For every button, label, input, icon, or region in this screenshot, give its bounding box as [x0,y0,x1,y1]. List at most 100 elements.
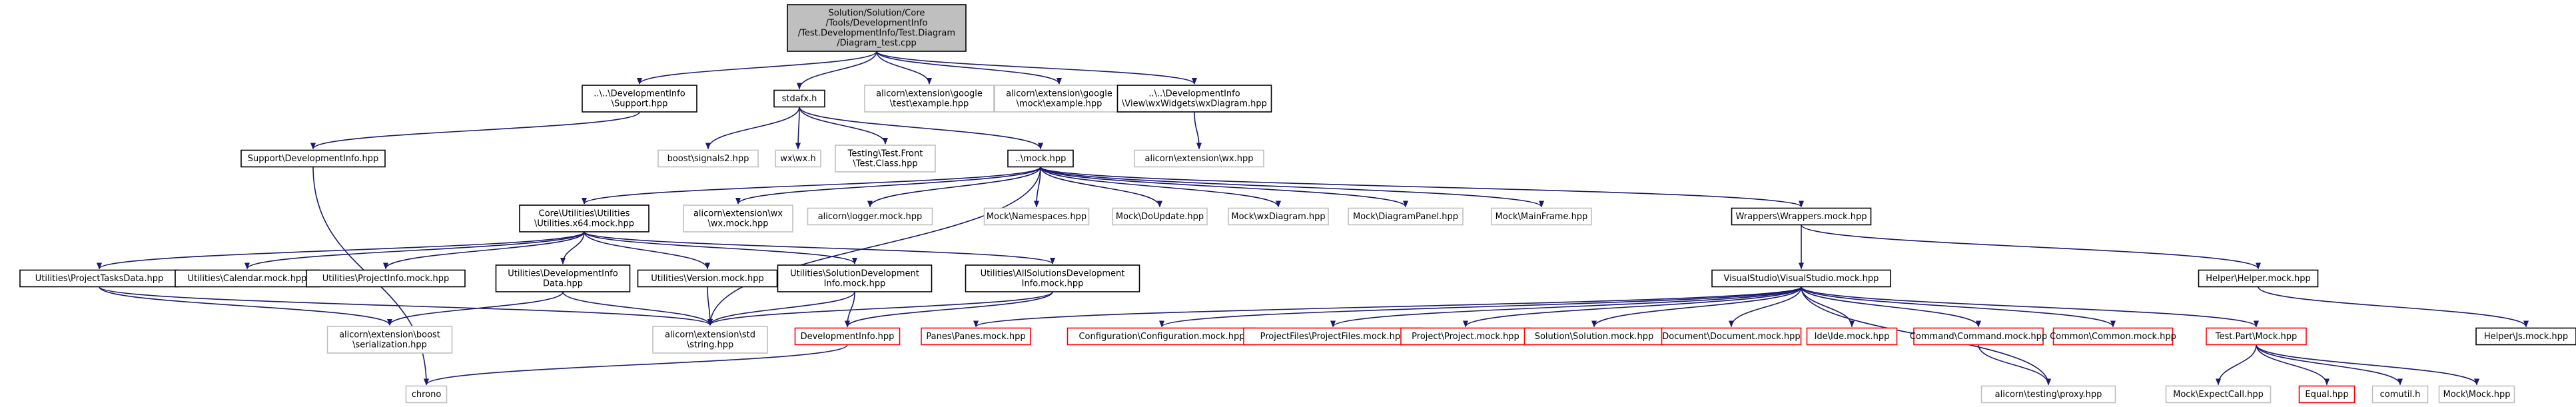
node-vs_mock[interactable]: VisualStudio\VisualStudio.mock.hpp [1711,269,1891,288]
node-label: Utilities\Calendar.mock.hpp [188,274,307,284]
node-label: alicorn\logger.mock.hpp [818,212,923,222]
node-alicorn_wx_mock: alicorn\extension\wx\wx.mock.hpp [683,204,793,232]
node-box [1400,327,1531,346]
node-label: Utilities\DevelopmentInfo [508,269,618,279]
node-label: alicorn\extension\wx.hpp [1145,154,1254,164]
edge-wrappers_mock-to-helper_mock [1801,224,2261,270]
node-box [1134,149,1264,168]
node-label: Helper\Helper.mock.hpp [2206,274,2310,284]
node-box [1112,207,1208,226]
node-label: VisualStudio\VisualStudio.mock.hpp [1724,274,1879,284]
node-box [2052,327,2174,346]
node-label: Mock\Mock.hpp [2443,390,2511,400]
node-label: wx\wx.h [780,154,815,164]
node-wxwx: wx\wx.h [775,149,821,168]
node-label: Mock\ExpectCall.hpp [2173,390,2264,400]
node-mock_doupdate: Mock\DoUpdate.hpp [1112,207,1208,226]
node-test_class: Testing\Test.Front\Test.Class.hpp [835,145,936,173]
node-util_projecttasks[interactable]: Utilities\ProjectTasksData.hpp [19,269,179,288]
node-box [1116,85,1272,113]
node-box [994,85,1124,113]
node-box [835,145,936,173]
node-box [2371,385,2429,404]
node-boost_signals: boost\signals2.hpp [657,149,759,168]
edge-mock-to-utilities_x64 [582,166,1041,204]
node-comutil: comutil.h [2371,385,2429,404]
nodes-layer: Solution/Solution/Core/Tools/Development… [19,4,2576,404]
node-panes_mock: Panes\Panes.mock.hpp [921,327,1031,346]
node-mock_diagrampanel: Mock\DiagramPanel.hpp [1348,207,1464,226]
node-label: alicorn\testing\proxy.hpp [1995,390,2102,400]
node-util_solutiondev[interactable]: Utilities\SolutionDevelopmentInfo.mock.h… [777,264,933,292]
node-label: Mock\wxDiagram.hpp [1231,212,1325,222]
node-box [637,269,778,288]
node-label: Equal.hpp [2305,390,2348,400]
node-util_allsolutions[interactable]: Utilities\AllSolutionsDevelopmentInfo.mo… [965,264,1140,292]
node-label: Helper\Js.mock.hpp [2484,332,2568,342]
node-command_mock: Command\Command.mock.hpp [1910,327,2047,346]
node-mock[interactable]: ..\mock.hpp [1007,149,1074,168]
node-label: Mock\DoUpdate.hpp [1116,212,1204,222]
node-label: alicorn\extension\google [876,89,983,99]
node-box [2475,327,2576,346]
node-util_version[interactable]: Utilities\Version.mock.hpp [637,269,778,288]
node-util_projectinfo[interactable]: Utilities\ProjectInfo.mock.hpp [306,269,466,288]
edge-testpart_mock-to-equal_hpp [2256,344,2330,386]
node-box [495,264,631,292]
node-support_devinfo[interactable]: Support\DevelopmentInfo.hpp [240,149,386,168]
node-label: /Test.DevelopmentInfo/Test.Diagram [798,29,955,39]
node-label: Common\Common.mock.hpp [2050,332,2176,342]
node-label: Testing\Test.Front [847,149,923,159]
node-box [1523,327,1665,346]
node-label: Info.mock.hpp [1022,279,1084,289]
edge-util_allsolutions-to-std_string [707,291,1053,326]
edge-vs_mock-to-projectfiles_mock [1330,286,1802,328]
edge-util_devinfodata-to-boost_serialization [387,291,564,326]
node-dev_support[interactable]: ..\..\DevelopmentInfo\Support.hpp [582,85,697,113]
node-label: Project\Project.mock.hpp [1412,332,1519,342]
edge-util_solutiondev-to-std_string [707,291,855,326]
edge-mock-to-mock_doupdate [1040,167,1162,208]
edge-utilities_x64-to-util_solutiondev [584,231,857,264]
edge-root-to-gtest_example [876,51,932,85]
node-box [175,269,320,288]
edge-utilities_x64-to-util_calendar [244,231,585,270]
node-label: Utilities\Version.mock.hpp [651,274,763,284]
edge-dev_support-to-support_devinfo [310,111,640,150]
node-label: Data.hpp [543,279,583,289]
edge-stdafx-to-boost_signals [705,107,800,150]
node-logger_mock: alicorn\logger.mock.hpp [807,207,933,226]
node-label: boost\signals2.hpp [667,154,749,164]
edge-wxdiagram-to-alicorn_wx [1194,111,1202,150]
node-label: Utilities\SolutionDevelopment [790,269,919,279]
edge-utilities_x64-to-util_devinfodata [560,231,585,264]
node-box [2298,385,2356,404]
node-wxdiagram[interactable]: ..\..\DevelopmentInfo\View\wxWidgets\wxD… [1116,85,1272,113]
node-label: \string.hpp [687,340,734,350]
node-label: ..\mock.hpp [1015,154,1067,164]
node-box [1661,327,1802,346]
node-label: Utilities\ProjectInfo.mock.hpp [322,274,449,284]
node-label: alicorn\extension\wx [693,209,783,219]
node-box [240,149,386,168]
node-box [777,264,933,292]
node-helper_mock[interactable]: Helper\Helper.mock.hpp [2198,269,2319,288]
node-label: Solution\Solution.mock.hpp [1535,332,1654,342]
node-label: /Tools/DevelopmentInfo [826,19,928,29]
edge-helper_mock-to-helper_js [2258,286,2529,328]
node-util_calendar[interactable]: Utilities\Calendar.mock.hpp [175,269,320,288]
node-label: Solution/Solution/Core [829,9,925,19]
node-helper_js[interactable]: Helper\Js.mock.hpp [2475,327,2576,346]
edge-stdafx-to-test_class [799,107,888,145]
node-utilities_x64[interactable]: Core\Utilities\Utilities\Utilities.x64.m… [519,204,649,232]
node-label: /Diagram_test.cpp [837,39,916,49]
node-label: stdafx.h [782,94,817,104]
node-wrappers_mock[interactable]: Wrappers\Wrappers.mock.hpp [1731,207,1872,226]
node-box [2206,327,2307,346]
node-box [519,204,649,232]
node-box [921,327,1031,346]
node-stdafx[interactable]: stdafx.h [773,89,825,108]
edge-util_projecttasks-to-boost_serialization [99,286,392,326]
edge-mock-to-std_string [707,167,1041,326]
